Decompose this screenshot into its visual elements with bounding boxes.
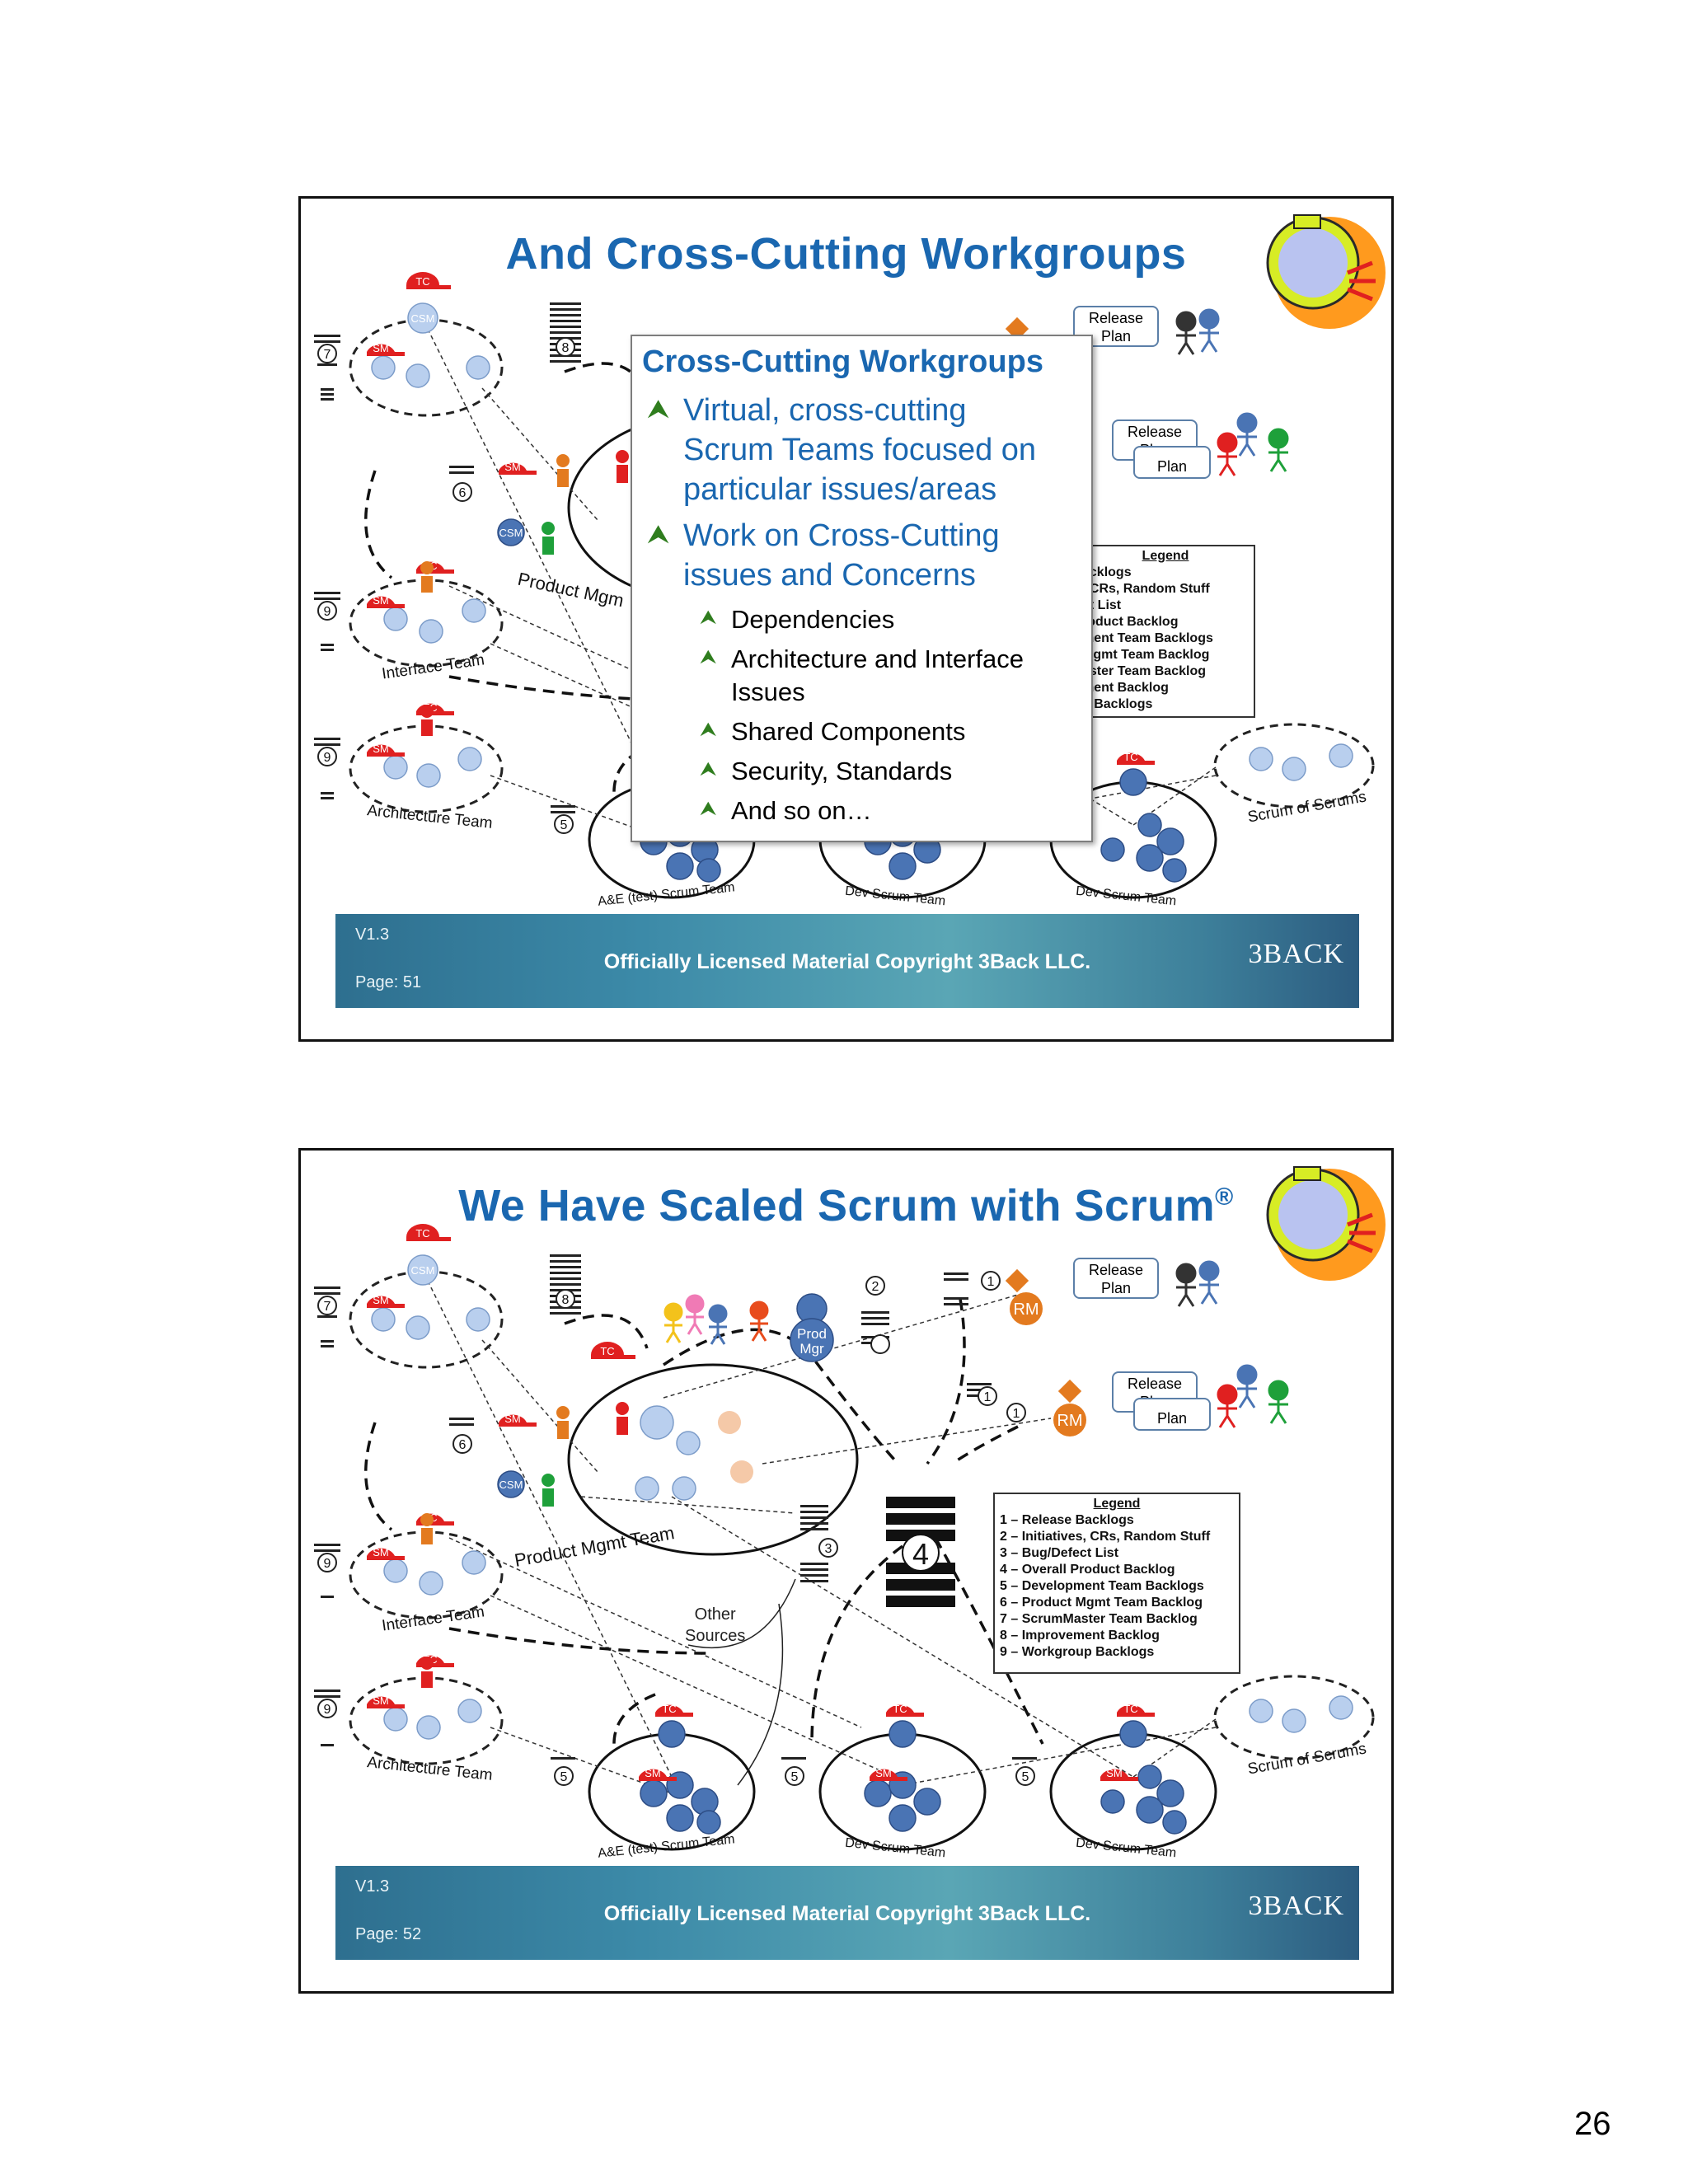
callout-sub-bullet: Shared Components (731, 717, 966, 746)
arrow-bullet-icon: ⮝ (700, 719, 717, 741)
tc-badge: TC (600, 1345, 614, 1357)
legend-partial: Legend acklogs , CRs, Random Stuff ct Li… (1076, 545, 1255, 718)
cross-cutting-callout: Cross-Cutting Workgroups ⮝ Virtual, cros… (631, 335, 1093, 842)
sm-badge: SM (373, 1294, 389, 1306)
backlog-number: 3 (825, 1542, 832, 1556)
tc-badge: TC (1123, 1703, 1137, 1715)
slide-51: 8 7 6 9 9 5 (298, 196, 1394, 1042)
callout-sub-bullet: Architecture and Interface (731, 644, 1024, 673)
release-plan-box: Plan (1133, 1398, 1211, 1431)
csm-badge: CSM (411, 312, 435, 325)
callout-title: Cross-Cutting Workgroups (642, 344, 1043, 379)
backlog-number: 1 (987, 1275, 995, 1289)
version-label: V1.3 (355, 1877, 390, 1896)
backlog-number: 5 (791, 1770, 799, 1784)
slide-title: We Have Scaled Scrum with Scrum® (458, 1181, 1234, 1230)
overall-product-backlog (886, 1497, 955, 1607)
tc-badge: TC (662, 1703, 676, 1715)
callout-bullet: particular issues/areas (683, 472, 997, 507)
callout-sub-bullet: Security, Standards (731, 757, 953, 785)
version-label: V1.3 (355, 926, 390, 944)
backlog-number: 9 (324, 605, 331, 619)
3back-logo: 3BACK (1248, 1891, 1344, 1921)
release-plan-box: Plan (1133, 446, 1211, 479)
prod-mgr-label: Prod (797, 1326, 827, 1342)
legend: Legend 1 – Release Backlogs 2 – Initiati… (993, 1493, 1240, 1674)
csm-badge: CSM (499, 1479, 523, 1491)
sm-badge: SM (504, 1413, 521, 1425)
sm-badge: SM (1106, 1767, 1123, 1779)
backlog-number: 9 (324, 751, 331, 765)
callout-bullet: issues and Concerns (683, 558, 976, 593)
callout-sub-bullet: And so on… (731, 796, 872, 825)
sm-badge: SM (373, 1546, 389, 1558)
tc-badge: TC (893, 1703, 907, 1715)
callout-bullet: Work on Cross-Cutting (683, 518, 1000, 553)
document-page-number: 26 (1574, 2106, 1611, 2142)
slide-title: And Cross-Cutting Workgroups (505, 229, 1187, 279)
tc-badge: TC (1123, 751, 1137, 763)
sm-badge: SM (373, 594, 389, 607)
stopwatch-icon (1266, 1166, 1386, 1281)
backlog-number: 9 (324, 1557, 331, 1571)
callout-sub-bullet: Issues (731, 677, 805, 706)
slide-52: 8 7 6 9 9 5 5 5 2 1 1 1 3 4 (298, 1148, 1394, 1994)
sm-badge: SM (504, 461, 521, 473)
csm-badge: CSM (499, 527, 523, 539)
arrow-bullet-icon: ⮝ (700, 646, 717, 668)
scrum-diagram-1: 8 7 6 9 9 5 (314, 214, 1386, 899)
arrow-bullet-icon: ⮝ (700, 758, 717, 780)
callout-sub-bullet: Dependencies (731, 605, 895, 634)
callout-bullet: Virtual, cross-cutting (683, 393, 967, 428)
backlog-number: 1 (984, 1390, 992, 1404)
backlog-number: 8 (562, 341, 570, 355)
rm-label: RM (1057, 1412, 1082, 1430)
backlog-number: 2 (872, 1280, 879, 1294)
tc-badge: TC (415, 1227, 429, 1240)
backlog-number: 5 (560, 1770, 568, 1784)
stopwatch-icon (1266, 214, 1386, 329)
other-sources-label: Other Sources (685, 1605, 746, 1645)
backlog-number: 5 (1022, 1770, 1029, 1784)
page-label: Page: 51 (355, 973, 422, 991)
prod-mgr-label: Mgr (799, 1341, 824, 1357)
backlog-number: 5 (560, 818, 568, 832)
slide-footer: V1.3 Page: 51 Officially Licensed Materi… (335, 914, 1359, 1008)
sm-badge: SM (875, 1767, 892, 1779)
sm-badge: SM (373, 743, 389, 755)
sm-badge: SM (373, 342, 389, 354)
backlog-number: 7 (324, 1300, 331, 1314)
backlog-number: 8 (562, 1293, 570, 1307)
backlog-number: 6 (459, 486, 467, 500)
3back-logo: 3BACK (1248, 939, 1344, 969)
arrow-bullet-icon: ⮝ (700, 798, 717, 820)
backlog-number-4: 4 (912, 1537, 929, 1571)
sm-badge: SM (373, 1694, 389, 1707)
arrow-bullet-icon: ⮝ (647, 394, 670, 424)
arrow-bullet-icon: ⮝ (700, 607, 717, 629)
release-plan-box: Release Plan (1073, 1258, 1159, 1299)
copyright-text: Officially Licensed Material Copyright 3… (603, 950, 1091, 973)
scrum-diagram-2: 8 7 6 9 9 5 5 5 2 1 1 1 3 4 (314, 1166, 1386, 1851)
backlog-number: 6 (459, 1438, 467, 1452)
tc-badge: TC (415, 275, 429, 288)
page-label: Page: 52 (355, 1925, 422, 1943)
arrow-bullet-icon: ⮝ (647, 519, 670, 549)
copyright-text: Officially Licensed Material Copyright 3… (603, 1902, 1091, 1925)
callout-bullet: Scrum Teams focused on (683, 433, 1037, 467)
slide-footer: V1.3 Page: 52 Officially Licensed Materi… (335, 1866, 1359, 1960)
backlog-number: 1 (1013, 1407, 1020, 1421)
backlog-number: 7 (324, 348, 331, 362)
rm-label: RM (1013, 1301, 1039, 1319)
csm-badge: CSM (411, 1264, 435, 1277)
backlog-number: 9 (324, 1703, 331, 1717)
sm-badge: SM (645, 1767, 661, 1779)
